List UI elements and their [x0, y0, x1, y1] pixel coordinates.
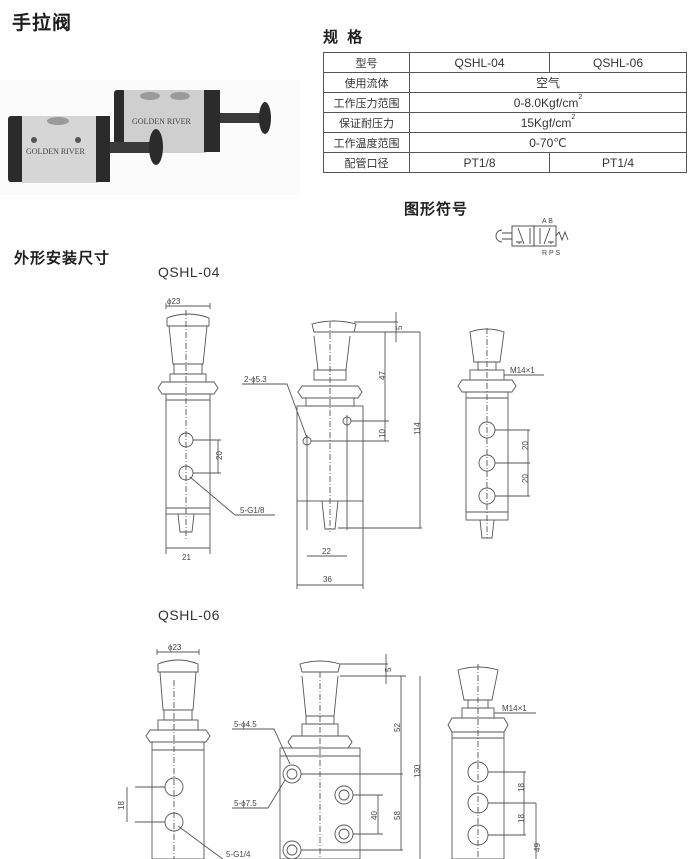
- cell-qshl04: PT1/8: [409, 152, 550, 173]
- svg-text:GOLDEN RIVER: GOLDEN RIVER: [26, 147, 86, 156]
- svg-text:40: 40: [370, 811, 379, 820]
- svg-text:49: 49: [533, 843, 542, 852]
- svg-text:18: 18: [117, 801, 126, 810]
- spec-heading: 规 格: [323, 28, 365, 46]
- svg-text:5-ϕ7.5: 5-ϕ7.5: [234, 799, 257, 808]
- svg-text:5-G1/4: 5-G1/4: [226, 850, 251, 859]
- svg-text:10: 10: [378, 429, 387, 438]
- svg-text:5-G1/8: 5-G1/8: [240, 506, 265, 515]
- qshl06-side-drawing: 5-ϕ4.5 5-ϕ7.5 5 52 58 40 130: [232, 654, 422, 859]
- svg-text:22: 22: [322, 547, 331, 556]
- svg-text:58: 58: [393, 811, 402, 820]
- table-row: 保证耐压力 15Kgf/cm2: [323, 112, 687, 133]
- qshl04-side-drawing: 2-ϕ5.3 5 47 10 114 22 36: [242, 312, 422, 589]
- qshl06-front-drawing: ϕ23 18 5-G1/4: [117, 643, 251, 859]
- svg-text:20: 20: [521, 474, 530, 483]
- row-label: 工作压力范围: [323, 92, 410, 113]
- symbol-heading: 图形符号: [404, 200, 469, 218]
- row-label: 工作温度范围: [323, 132, 410, 153]
- row-label: 配管口径: [323, 152, 410, 173]
- svg-text:2-ϕ5.3: 2-ϕ5.3: [244, 375, 267, 384]
- svg-text:ϕ23: ϕ23: [167, 297, 181, 306]
- row-label: 使用流体: [323, 72, 410, 93]
- cell-value: 0-70℃: [409, 132, 687, 153]
- svg-text:36: 36: [323, 575, 332, 584]
- svg-text:52: 52: [393, 723, 402, 732]
- qshl04-back-drawing: M14×1 20 20: [457, 328, 544, 539]
- valve-symbol: A B R P S: [495, 218, 569, 257]
- svg-text:5: 5: [384, 667, 393, 672]
- cell-value: 0-8.0Kgf/cm2: [409, 92, 687, 113]
- qshl04-front-drawing: ϕ23 20 5-G1/8 21: [157, 297, 275, 562]
- page-title: 手拉阀: [12, 12, 73, 34]
- svg-text:18: 18: [517, 814, 526, 823]
- model-label-qshl06: QSHL-06: [158, 607, 220, 623]
- table-row: 配管口径 PT1/8 PT1/4: [323, 152, 687, 173]
- dimensions-heading: 外形安装尺寸: [14, 249, 111, 267]
- svg-text:130: 130: [413, 764, 422, 778]
- svg-text:M14×1: M14×1: [502, 704, 527, 713]
- product-photo: GOLDEN RIVER GOLDEN RIVER: [0, 80, 300, 195]
- table-row: 工作温度范围 0-70℃: [323, 132, 687, 153]
- table-row: 使用流体 空气: [323, 72, 687, 93]
- svg-text:18: 18: [517, 783, 526, 792]
- cell-value: 空气: [409, 72, 687, 93]
- svg-text:5-ϕ4.5: 5-ϕ4.5: [234, 720, 257, 729]
- svg-text:20: 20: [521, 441, 530, 450]
- cell-qshl06: PT1/4: [549, 152, 687, 173]
- svg-text:ϕ23: ϕ23: [168, 643, 182, 652]
- svg-text:20: 20: [215, 451, 224, 460]
- svg-text:M14×1: M14×1: [510, 366, 535, 375]
- svg-text:A B: A B: [542, 218, 553, 225]
- cell-qshl04: QSHL-04: [409, 52, 550, 73]
- qshl06-back-drawing: M14×1 18 18 49: [447, 664, 542, 859]
- svg-text:R P S: R P S: [542, 250, 560, 257]
- table-row: 工作压力范围 0-8.0Kgf/cm2: [323, 92, 687, 113]
- row-label: 型号: [323, 52, 410, 73]
- table-row: 型号 QSHL-04 QSHL-06: [323, 52, 687, 73]
- spec-table: 型号 QSHL-04 QSHL-06 使用流体 空气 工作压力范围 0-8.0K…: [323, 52, 687, 173]
- row-label: 保证耐压力: [323, 112, 410, 133]
- model-label-qshl04: QSHL-04: [158, 264, 220, 280]
- cell-qshl06: QSHL-06: [549, 52, 687, 73]
- svg-text:114: 114: [413, 422, 422, 435]
- svg-text:GOLDEN RIVER: GOLDEN RIVER: [132, 117, 192, 126]
- cell-value: 15Kgf/cm2: [409, 112, 687, 133]
- svg-text:47: 47: [378, 371, 387, 380]
- svg-text:5: 5: [395, 325, 404, 330]
- svg-text:21: 21: [182, 553, 191, 562]
